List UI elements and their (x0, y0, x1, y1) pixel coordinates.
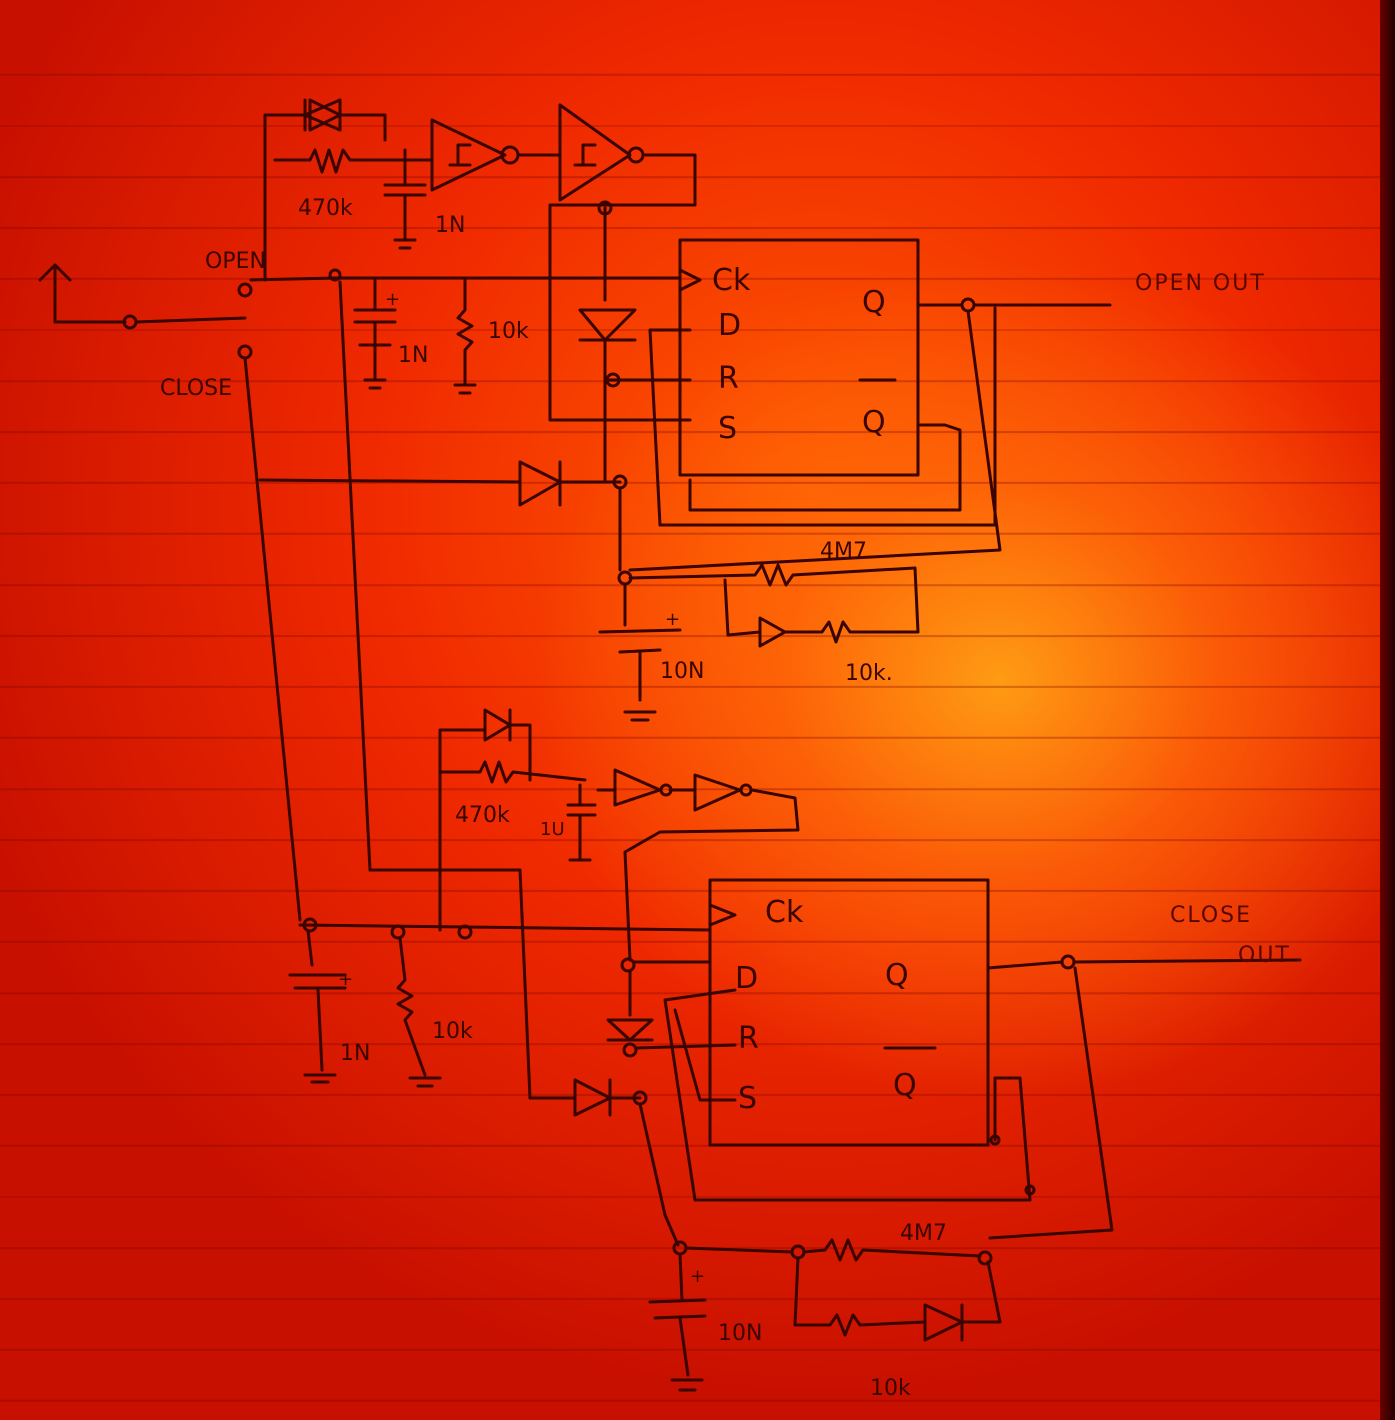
pin-q-bottom: Q (885, 958, 909, 993)
r-470k-top-label: 470k (298, 196, 353, 221)
pin-ck-bottom: Ck (765, 895, 804, 930)
r-4m7-bot-label: 4M7 (900, 1221, 947, 1246)
close-out-label-1: CLOSE (1170, 903, 1252, 928)
pin-qbar-top: Q (862, 405, 886, 440)
r-10k-bot-fb-label: 10k (870, 1376, 911, 1401)
input-line-bottom (288, 917, 712, 1088)
flip-flop-top (678, 238, 920, 477)
pin-r-bottom: R (738, 1021, 759, 1056)
flip-flop-bottom (708, 878, 990, 1147)
r-4m7-top-label: 4M7 (820, 539, 867, 564)
pin-ck-top: Ck (712, 263, 751, 298)
c-10n-top-label: 10N (660, 659, 704, 684)
close-wire (243, 356, 302, 922)
open-close-switch (38, 263, 682, 360)
r-470k-bot-label: 470k (455, 803, 510, 828)
pin-d-top: D (718, 308, 741, 343)
close-out-label-2: OUT (1238, 943, 1291, 968)
input-rc-top (328, 268, 477, 395)
pin-s-top: S (718, 411, 737, 446)
c-1n-top-label: 1N (435, 213, 465, 238)
open-out-label: OPEN OUT (1135, 271, 1266, 296)
oscillator-bottom (438, 708, 800, 962)
trunk-top (258, 206, 1112, 586)
c-1n-bot-label: 1N (340, 1041, 370, 1066)
pin-r-top: R (718, 361, 739, 396)
c-1n-mid-label: 1N (398, 343, 428, 368)
resistor-470k-icon (273, 148, 407, 174)
plus-sign: + (385, 289, 400, 310)
schmitt-inverter-icon (548, 103, 697, 422)
r-10k-top-fb-label: 10k. (845, 661, 893, 686)
c-1u-bot-label: 1U (540, 819, 565, 840)
diode-icon (308, 98, 342, 132)
oscillator-top (263, 98, 697, 422)
r-10k-bot-label: 10k (432, 1019, 473, 1044)
schmitt-inverter-icon (403, 118, 562, 192)
timing-rc-top (598, 563, 920, 722)
pin-q-top: Q (862, 285, 886, 320)
plus-sign: + (338, 969, 353, 990)
plus-sign: + (665, 609, 680, 630)
r-10k-mid-label: 10k (488, 319, 529, 344)
pin-d-bottom: D (735, 961, 758, 996)
trunk-bottom (573, 954, 1302, 1247)
close-label: CLOSE (160, 376, 232, 401)
open-wire (338, 280, 577, 1100)
pin-s-bottom: S (738, 1081, 757, 1116)
plus-sign: + (690, 1266, 705, 1287)
pin-qbar-bottom: Q (893, 1068, 917, 1103)
c-10n-bot-label: 10N (718, 1321, 762, 1346)
timing-rc-bottom (648, 1238, 1002, 1392)
open-label: OPEN (205, 249, 266, 274)
